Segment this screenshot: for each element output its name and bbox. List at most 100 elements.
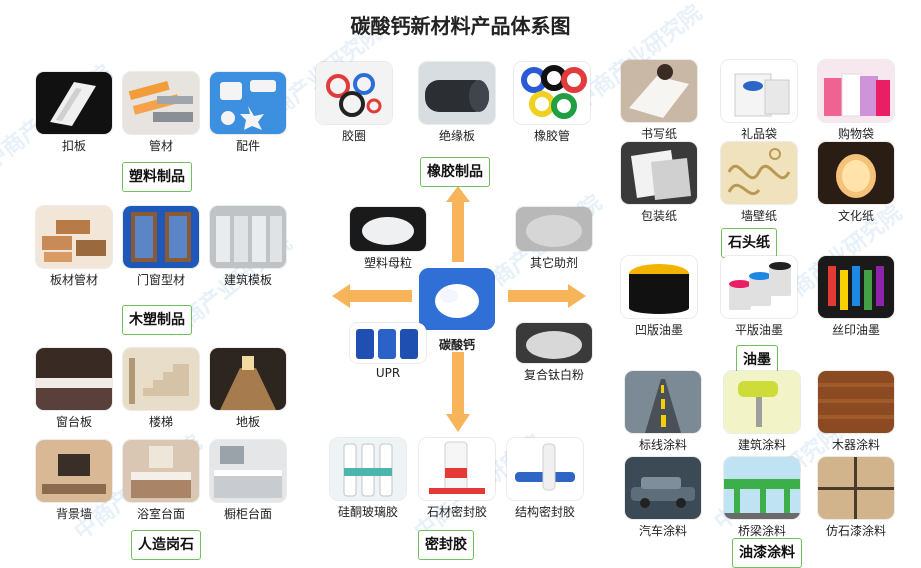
item-peijian: 配件 xyxy=(210,72,286,154)
jiegou-image xyxy=(507,438,583,500)
suliaomuli-label: 塑料母粒 xyxy=(363,256,412,270)
item-chuangtaiban: 窗台板 xyxy=(36,348,112,430)
diban-image xyxy=(210,348,286,410)
qiangbizhi-label: 墙壁纸 xyxy=(740,209,777,223)
item-beijingqiang: 背景墙 xyxy=(36,440,112,522)
category-ink: 油墨 xyxy=(736,345,778,375)
fuhetai-image xyxy=(516,323,592,363)
pingban-image xyxy=(721,256,797,318)
koban-image xyxy=(36,72,112,134)
item-aoban: 凹版油墨 xyxy=(621,256,697,338)
gouwudai-image xyxy=(818,60,894,122)
qiaoliang-image xyxy=(724,457,800,519)
item-shuxiezhi: 书写纸 xyxy=(621,60,697,142)
biaoxian-image xyxy=(625,371,701,433)
bancai-image xyxy=(36,206,112,268)
pingban-label: 平版油墨 xyxy=(734,323,783,337)
qiche-image xyxy=(625,457,701,519)
upr-label: UPR xyxy=(375,366,401,380)
item-upr: UPR xyxy=(350,323,426,380)
wenhuazhi-label: 文化纸 xyxy=(837,209,874,223)
item-qiche: 汽车涂料 xyxy=(625,457,701,539)
category-coating: 油漆涂料 xyxy=(732,538,802,568)
jueyuanban-label: 绝缘板 xyxy=(438,129,475,143)
chuguitaimian-image xyxy=(210,440,286,502)
fangshiqi-image xyxy=(818,457,894,519)
item-koban: 扣板 xyxy=(36,72,112,154)
wenhuazhi-image xyxy=(818,142,894,204)
muqi-label: 木器涂料 xyxy=(831,438,880,452)
chuangtaiban-label: 窗台板 xyxy=(55,415,92,429)
qiangbizhi-image xyxy=(721,142,797,204)
jiegou-label: 结构密封胶 xyxy=(514,505,575,519)
item-baozhuangzhi: 包装纸 xyxy=(621,142,697,224)
yushitaimian-image xyxy=(123,440,199,502)
gouwudai-label: 购物袋 xyxy=(837,127,874,141)
item-guitong: 硅酮玻璃胶 xyxy=(330,438,406,520)
category-wood-plastic: 木塑制品 xyxy=(122,305,192,335)
item-qitazhuji: 其它助剂 xyxy=(516,207,592,271)
guancai-image xyxy=(123,72,199,134)
item-xiangjiaoguan: 橡胶管 xyxy=(514,62,590,144)
item-yushitaimian: 浴室台面 xyxy=(123,440,199,522)
fangshiqi-label: 仿石漆涂料 xyxy=(825,524,886,538)
jianzhutuliao-image xyxy=(724,371,800,433)
item-jiaoquan: 胶圈 xyxy=(316,62,392,144)
chuangtaiban-image xyxy=(36,348,112,410)
category-sealant: 密封胶 xyxy=(418,530,474,560)
diagram-title: 碳酸钙新材料产品体系图 xyxy=(350,14,571,38)
menchuang-image xyxy=(123,206,199,268)
bancai-label: 板材管材 xyxy=(49,273,98,287)
beijingqiang-label: 背景墙 xyxy=(55,507,92,521)
guitong-image xyxy=(330,438,406,500)
menchuang-label: 门窗型材 xyxy=(136,273,185,287)
jiaoquan-image xyxy=(316,62,392,124)
siyin-image xyxy=(818,256,894,318)
guitong-label: 硅酮玻璃胶 xyxy=(337,505,398,519)
peijian-label: 配件 xyxy=(235,139,260,153)
item-shicai: 石材密封胶 xyxy=(419,438,495,520)
item-pingban: 平版油墨 xyxy=(721,256,797,338)
item-fuhetai: 复合钛白粉 xyxy=(516,323,592,383)
category-plastic: 塑料制品 xyxy=(122,162,192,192)
koban-label: 扣板 xyxy=(61,139,86,153)
jianzhumuban-label: 建筑模板 xyxy=(223,273,272,287)
jianzhutuliao-label: 建筑涂料 xyxy=(737,438,786,452)
calcium-carbonate-image xyxy=(419,268,495,330)
item-lipindai: 礼品袋 xyxy=(721,60,797,142)
baozhuangzhi-image xyxy=(621,142,697,204)
item-jueyuanban: 绝缘板 xyxy=(419,62,495,144)
qitazhuji-image xyxy=(516,207,592,251)
item-wenhuazhi: 文化纸 xyxy=(818,142,894,224)
diban-label: 地板 xyxy=(235,415,260,429)
qitazhuji-label: 其它助剂 xyxy=(529,256,578,270)
item-fangshiqi: 仿石漆涂料 xyxy=(818,457,894,539)
item-chuguitaimian: 橱柜台面 xyxy=(210,440,286,522)
item-menchuang: 门窗型材 xyxy=(123,206,199,288)
xiangjiaoguan-label: 橡胶管 xyxy=(533,129,570,143)
louti-image xyxy=(123,348,199,410)
jiaoquan-label: 胶圈 xyxy=(341,129,366,143)
guancai-label: 管材 xyxy=(148,139,173,153)
shicai-image xyxy=(419,438,495,500)
item-diban: 地板 xyxy=(210,348,286,430)
biaoxian-label: 标线涂料 xyxy=(638,438,687,452)
qiaoliang-label: 桥梁涂料 xyxy=(737,524,786,538)
item-louti: 楼梯 xyxy=(123,348,199,430)
upr-image xyxy=(350,323,426,363)
lipindai-image xyxy=(721,60,797,122)
item-qiaoliang: 桥梁涂料 xyxy=(724,457,800,539)
item-jiegou: 结构密封胶 xyxy=(507,438,583,520)
center-label: 碳酸钙 xyxy=(438,338,475,352)
baozhuangzhi-label: 包装纸 xyxy=(640,209,677,223)
beijingqiang-image xyxy=(36,440,112,502)
item-jianzhutuliao: 建筑涂料 xyxy=(724,371,800,453)
shuxiezhi-label: 书写纸 xyxy=(640,127,677,141)
jueyuanban-image xyxy=(419,62,495,124)
category-artificial-stone: 人造岗石 xyxy=(131,530,201,560)
muqi-image xyxy=(818,371,894,433)
category-stone-paper: 石头纸 xyxy=(721,228,777,258)
item-siyin: 丝印油墨 xyxy=(818,256,894,338)
item-qiangbizhi: 墙壁纸 xyxy=(721,142,797,224)
louti-label: 楼梯 xyxy=(148,415,173,429)
